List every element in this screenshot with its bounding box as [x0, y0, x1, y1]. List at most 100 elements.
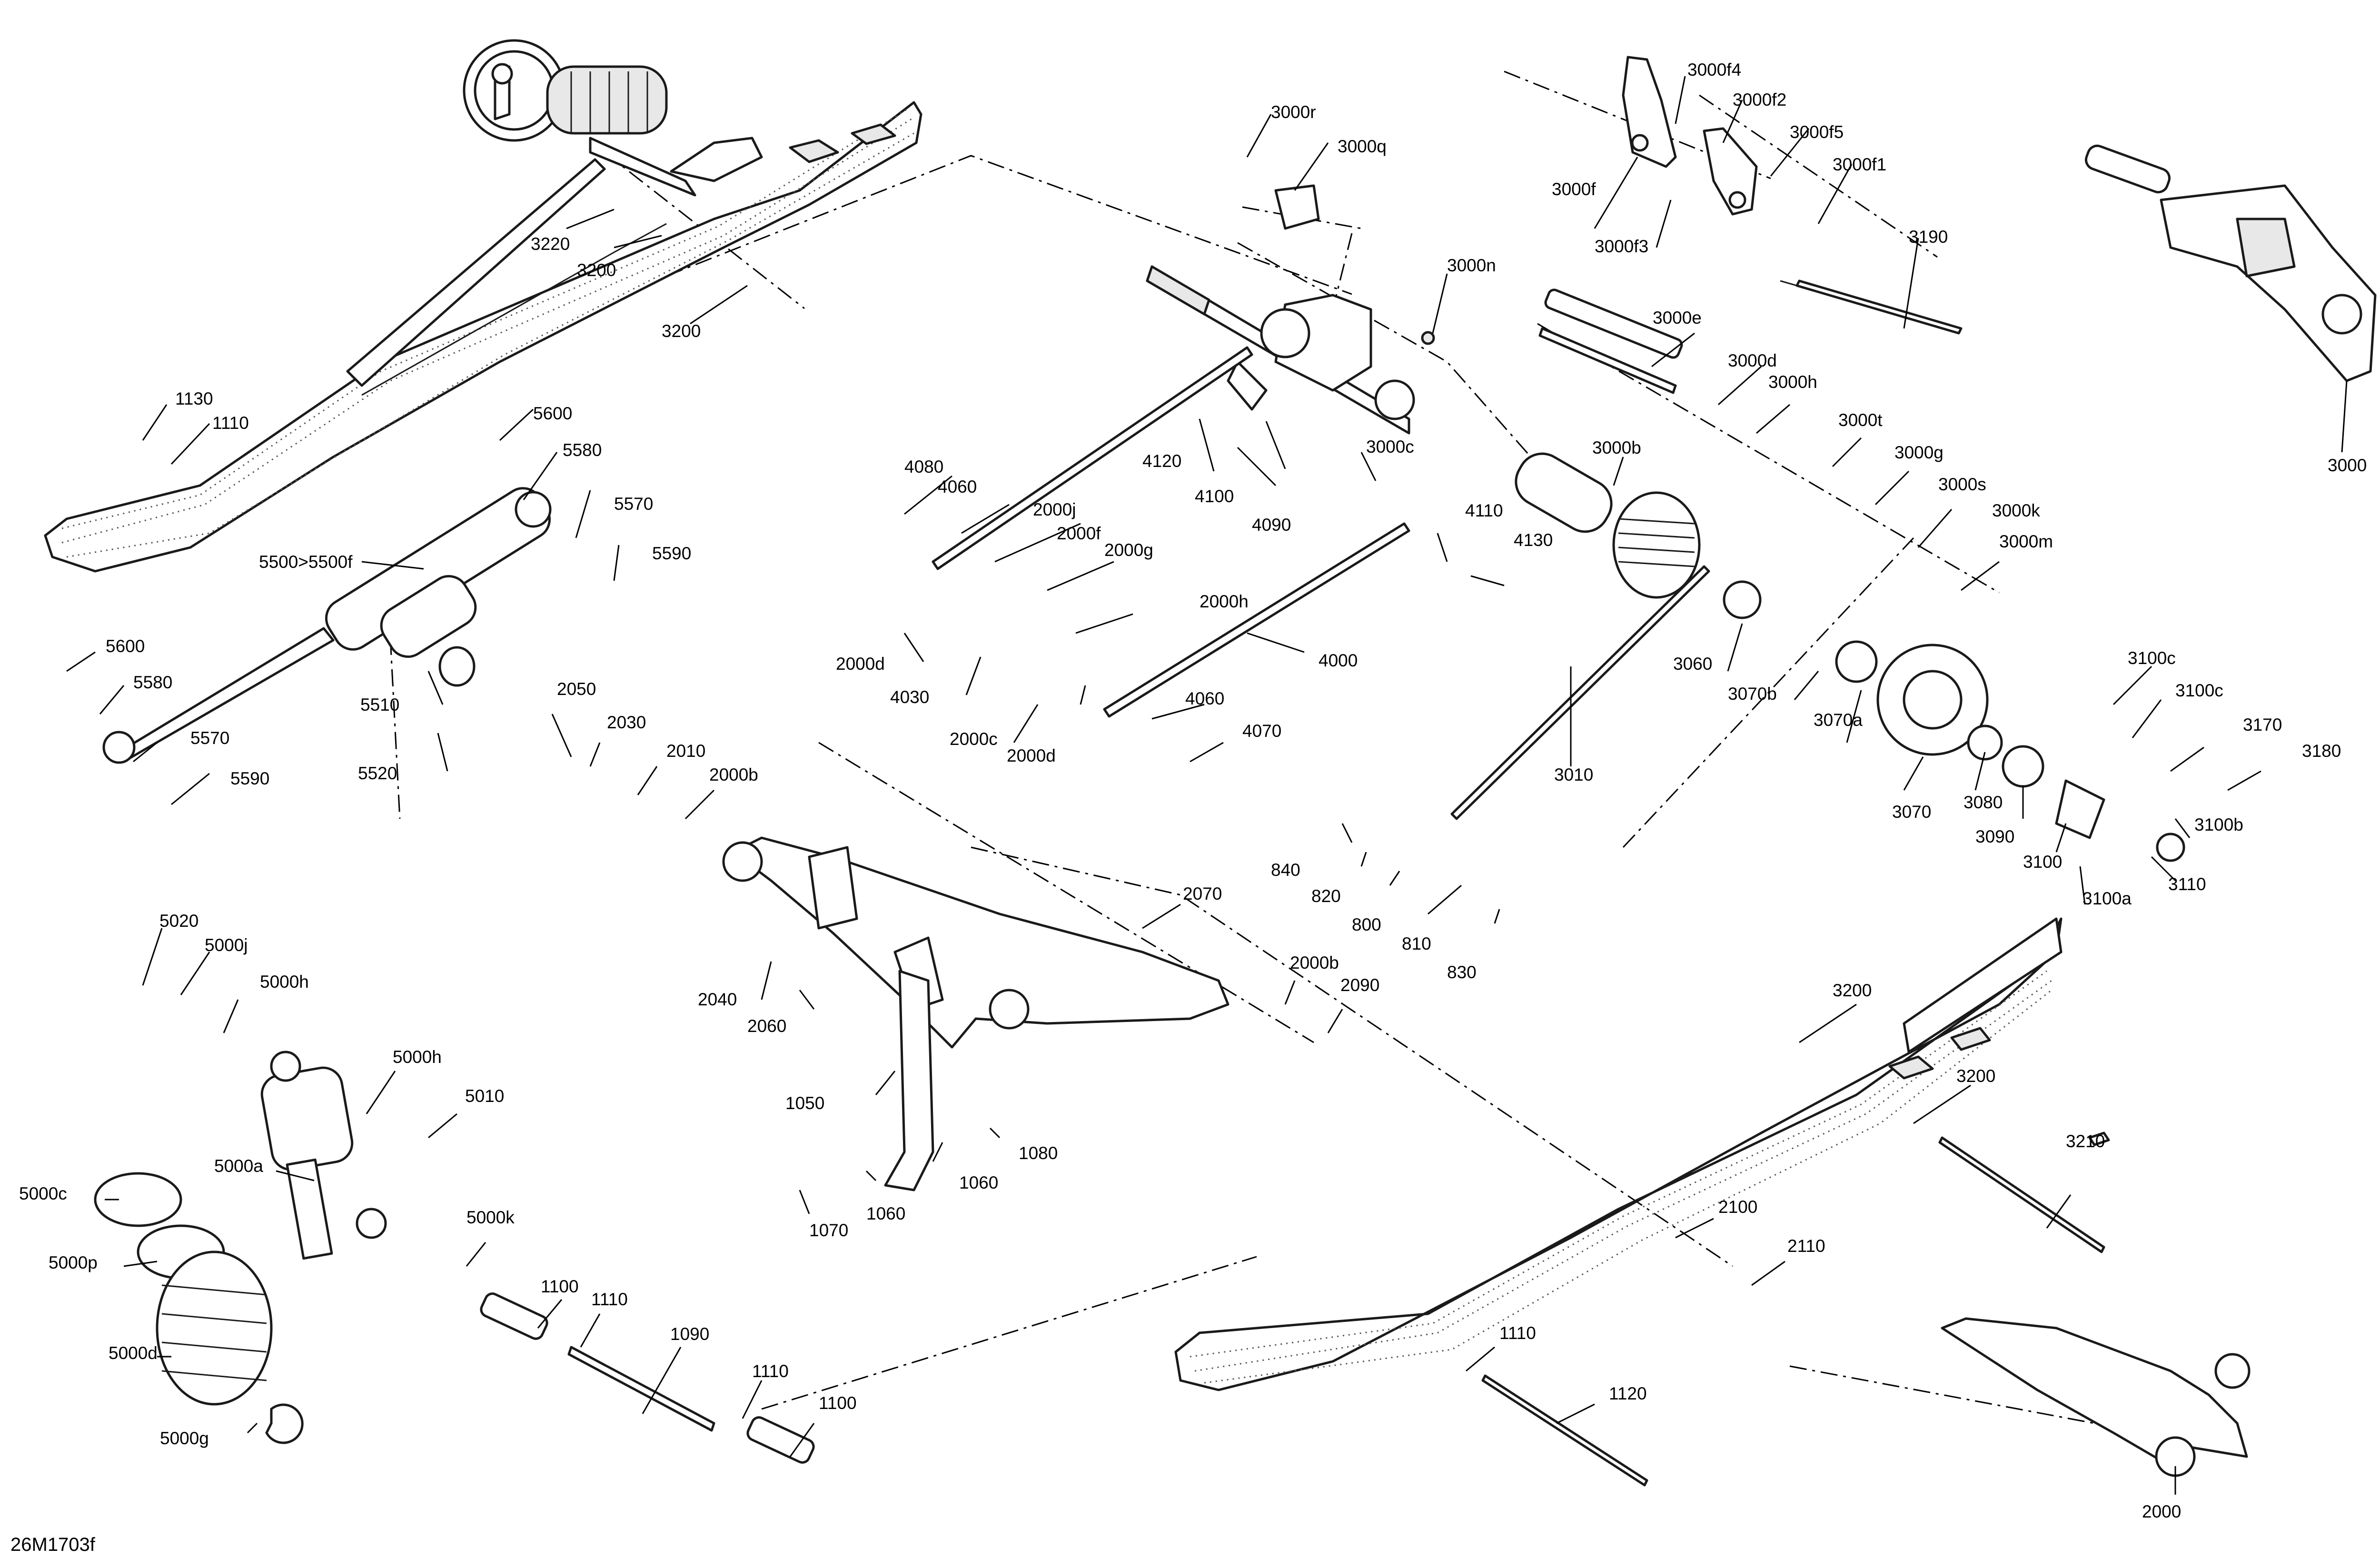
callout-label: 1090 — [670, 1324, 709, 1344]
callout-label: 800 — [1352, 915, 1381, 934]
callout-label: 2000b — [1290, 953, 1339, 973]
callout-label: 1110 — [212, 413, 249, 433]
torsion-spring-wheel — [1515, 452, 2185, 862]
callout-label: 3200 — [1833, 981, 1872, 1000]
callout-label: 3010 — [1554, 765, 1593, 784]
callout-label: 5000a — [214, 1156, 263, 1176]
callout-label: 5000g — [160, 1429, 209, 1448]
callout-label: 3000 — [2328, 456, 2367, 475]
callout-label: 2060 — [747, 1016, 786, 1036]
callout-label: 2000 — [2142, 1502, 2181, 1521]
link-rods — [932, 327, 2110, 1487]
callout-label: 5500>5500f — [259, 552, 353, 572]
callout-label: 1060 — [959, 1173, 998, 1192]
callout-label: 3000m — [1999, 532, 2053, 551]
idler-shaft-assembly — [1146, 184, 1435, 435]
callout-label: 5570 — [614, 494, 653, 514]
callout-label: 2030 — [607, 713, 646, 732]
callout-label: 4030 — [890, 687, 929, 707]
pivot-shafts — [480, 288, 1683, 1464]
leader-lines — [66, 76, 2348, 1495]
callout-label: 2040 — [698, 990, 737, 1009]
callout-label: 5510 — [360, 695, 399, 714]
callout-label: 4120 — [1142, 451, 1181, 471]
callout-label: 5000h — [260, 972, 309, 992]
callout-label: 5580 — [563, 440, 602, 460]
callout-label: 5000k — [466, 1208, 515, 1227]
callout-label: 2000c — [950, 729, 998, 749]
callout-label: 5000j — [205, 935, 248, 955]
callout-label: 3190 — [1909, 227, 1948, 247]
callout-label: 4110 — [1465, 501, 1503, 520]
right-slide-rail — [1174, 917, 2063, 1391]
callout-label: 1110 — [1499, 1323, 1536, 1343]
callout-label: 5600 — [106, 636, 145, 656]
callout-label: 2070 — [1183, 884, 1222, 903]
callout-label: 4060 — [938, 477, 977, 496]
rear-arm-assembly-3000 — [2085, 144, 2377, 382]
callout-label: 1110 — [591, 1290, 628, 1309]
callout-label: 2000b — [709, 765, 758, 784]
callout-label: 3000f4 — [1687, 60, 1741, 79]
callout-label: 3000b — [1592, 438, 1641, 457]
callout-label: 810 — [1402, 934, 1431, 953]
callout-label: 2000d — [1007, 746, 1056, 765]
callout-label: 5000p — [49, 1253, 98, 1272]
callout-label: 3000f1 — [1833, 155, 1886, 174]
drive-axle-assembly — [346, 39, 696, 387]
callout-label: 3180 — [2302, 741, 2341, 761]
callout-label: 3080 — [1964, 793, 2003, 812]
callout-label: 3070a — [1814, 710, 1863, 730]
callout-label: 5580 — [133, 673, 172, 692]
callout-label: 3200 — [1956, 1066, 1995, 1086]
callout-label: 3100c — [2128, 648, 2176, 668]
callout-label: 3000q — [1338, 137, 1387, 156]
callout-label: 840 — [1271, 860, 1300, 880]
assembly-centerlines — [389, 70, 2095, 1424]
callout-label: 3000d — [1728, 351, 1777, 370]
callout-label: 2010 — [666, 741, 705, 761]
callout-label: 1120 — [1609, 1384, 1647, 1403]
callout-label: 5020 — [159, 911, 198, 931]
bracket-3000f — [1622, 56, 1963, 335]
callout-label: 3000g — [1894, 443, 1944, 462]
callout-label: 4070 — [1242, 721, 1281, 741]
callout-label: 3220 — [531, 234, 570, 254]
callout-label: 3000n — [1447, 256, 1496, 275]
callout-label: 3000c — [1366, 437, 1414, 456]
callout-label: 1100 — [819, 1393, 857, 1413]
callout-label: 5520 — [358, 764, 397, 783]
callout-label: 2110 — [1787, 1236, 1825, 1256]
callout-label: 4060 — [1185, 689, 1224, 708]
callout-label: 3210 — [2066, 1131, 2105, 1151]
callout-label: 4000 — [1319, 651, 1358, 670]
drawing-number: 26M1703f — [10, 1534, 96, 1555]
left-slide-rail — [44, 101, 922, 573]
callout-label: 1080 — [1019, 1143, 1058, 1163]
callout-label: 5600 — [533, 404, 572, 423]
callout-label: 3000e — [1653, 308, 1702, 327]
callout-label: 3000f3 — [1595, 237, 1648, 256]
rear-shock-5000 — [94, 1051, 387, 1444]
callout-label: 3100a — [2082, 889, 2132, 908]
callout-label: 2000h — [1200, 592, 1249, 611]
callout-label: 1070 — [809, 1221, 848, 1240]
callout-label: 3070b — [1728, 684, 1777, 704]
callout-labels: 1130 1110 3220 3200 3200 5600 5580 5570 … — [19, 60, 2367, 1521]
callout-label: 5000c — [19, 1184, 67, 1203]
callout-label: 3070 — [1892, 802, 1931, 822]
callout-label: 3100c — [2175, 681, 2223, 700]
callout-label: 1050 — [785, 1093, 824, 1113]
callout-label: 4090 — [1252, 515, 1291, 535]
callout-label: 3200 — [662, 321, 701, 341]
callout-label: 3090 — [1975, 827, 2014, 846]
callout-label: 3000h — [1768, 372, 1817, 392]
callout-label: 5570 — [190, 728, 229, 748]
callout-label: 3000t — [1838, 410, 1883, 430]
callout-label: 2000d — [836, 654, 885, 674]
callout-label: 3000f2 — [1733, 90, 1786, 109]
callout-label: 5000d — [109, 1343, 158, 1363]
callout-label: 5010 — [465, 1086, 504, 1106]
callout-label: 3000k — [1992, 501, 2040, 520]
